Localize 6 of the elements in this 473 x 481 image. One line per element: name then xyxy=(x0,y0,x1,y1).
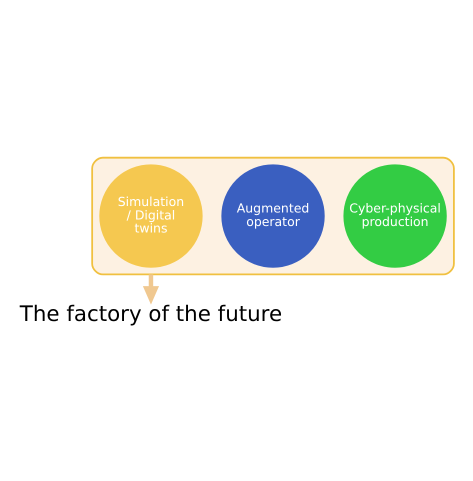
node-text: The factory of the future xyxy=(20,301,282,326)
arrow xyxy=(142,274,160,304)
cluster xyxy=(91,156,455,275)
node-circle: Cyber-physical production xyxy=(343,164,447,268)
node-circle: Simulation / Digital twins xyxy=(99,164,203,268)
node-circle: Augmented operator xyxy=(221,164,325,268)
